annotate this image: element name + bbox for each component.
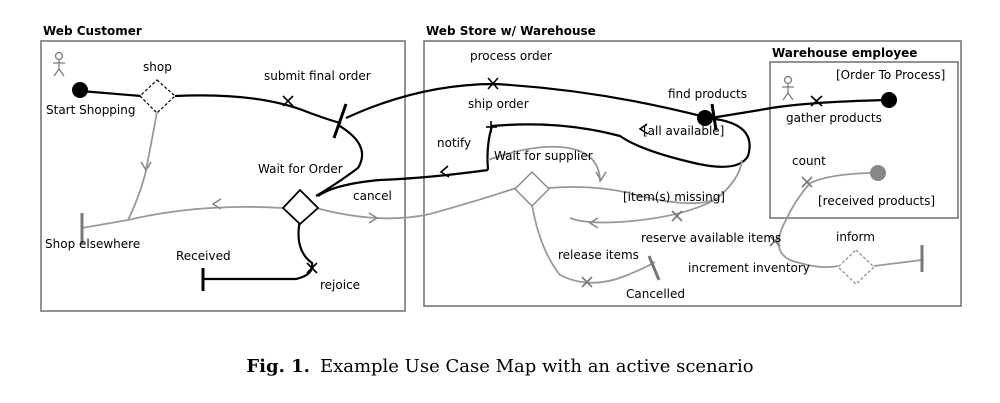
shop-stub	[139, 79, 176, 114]
ship-order-label: ship order	[468, 97, 529, 111]
shop-label: shop	[143, 60, 172, 74]
wait-for-supplier-stub	[514, 171, 550, 207]
arrow-cancel-left	[211, 198, 222, 210]
path-shop-to-elsewhere	[81, 111, 158, 229]
inform-stub	[837, 249, 875, 285]
cancel-label: cancel	[353, 189, 392, 203]
order-to-process-start	[881, 92, 897, 108]
reserve-available-items-responsibility	[671, 210, 683, 222]
arrow-notify	[439, 165, 450, 178]
arrow-all-available	[638, 123, 649, 135]
caption-prefix: Fig. 1.	[246, 356, 310, 377]
wait-for-order-stub	[281, 188, 320, 226]
arrow-cancel-right	[368, 212, 379, 224]
cancelled-bar	[647, 255, 661, 281]
items-missing-label: [item(s) missing]	[623, 190, 725, 204]
process-order-responsibility	[487, 77, 499, 90]
order-to-process-label: [Order To Process]	[836, 68, 945, 82]
submit-final-order-responsibility	[282, 95, 294, 107]
gather-products-label: gather products	[786, 111, 882, 125]
rejoice-responsibility	[306, 262, 318, 274]
path-submit-to-wait	[315, 124, 364, 197]
path-supplier-to-missing	[547, 159, 743, 205]
increment-inventory-label: increment inventory	[688, 261, 810, 275]
release-items-responsibility	[581, 276, 593, 288]
submit-bar	[332, 103, 348, 139]
web-store-component	[423, 40, 962, 307]
process-order-label: process order	[470, 49, 552, 63]
path-all-available-loop	[486, 116, 751, 171]
find-products-label: find products	[668, 87, 747, 101]
rejoice-label: rejoice	[320, 278, 360, 292]
received-products-start	[870, 165, 886, 181]
find-products-bar	[710, 103, 718, 131]
path-start-to-shop	[80, 89, 142, 98]
path-count	[777, 172, 871, 269]
wait-for-order-label: Wait for Order	[258, 162, 343, 176]
path-reserve	[569, 199, 716, 224]
path-shop-to-submit	[174, 94, 342, 125]
notify-label: notify	[437, 136, 471, 150]
path-notify	[317, 168, 489, 197]
path-gather-products	[710, 98, 889, 120]
arrow-supplier	[595, 171, 607, 182]
actor-icon	[782, 75, 794, 101]
wait-for-supplier-label: Wait for supplier	[494, 149, 593, 163]
received-products-label: [received products]	[818, 194, 935, 208]
reserve-available-items-label: reserve available items	[641, 231, 781, 245]
count-responsibility	[801, 176, 813, 188]
find-products-point	[697, 110, 713, 126]
warehouse-employee-component	[769, 61, 959, 219]
web-customer-component	[40, 40, 406, 312]
cancelled-label: Cancelled	[626, 287, 685, 301]
caption-text: Example Use Case Map with an active scen…	[320, 356, 754, 377]
figure-caption: Fig. 1. Example Use Case Map with an act…	[246, 356, 753, 377]
web-store-title: Web Store w/ Warehouse	[426, 24, 596, 38]
arrow-reserve	[588, 217, 599, 229]
received-label: Received	[176, 249, 231, 263]
actor-icon	[53, 51, 65, 77]
shop-elsewhere-label: Shop elsewhere	[45, 237, 140, 251]
start-shopping-label: Start Shopping	[46, 103, 135, 117]
arrow-shop-elsewhere	[140, 161, 152, 172]
warehouse-employee-title: Warehouse employee	[772, 46, 917, 60]
gather-products-responsibility	[810, 95, 823, 107]
submit-final-order-label: submit final order	[264, 69, 371, 83]
path-supplier-area	[487, 145, 601, 183]
ship-order-responsibility	[486, 121, 497, 133]
path-cancel-to-store	[315, 187, 517, 220]
increment-inventory-responsibility	[769, 235, 781, 247]
path-cancel	[127, 205, 284, 221]
path-inform	[873, 259, 923, 267]
path-rejoice	[203, 219, 314, 281]
inform-label: inform	[836, 230, 875, 244]
path-process-order	[345, 82, 706, 119]
web-customer-title: Web Customer	[43, 24, 142, 38]
path-release	[531, 204, 656, 284]
all-available-label: [all available]	[643, 124, 724, 138]
start-shopping-point	[72, 82, 88, 98]
count-label: count	[792, 154, 826, 168]
release-items-label: release items	[558, 248, 639, 262]
